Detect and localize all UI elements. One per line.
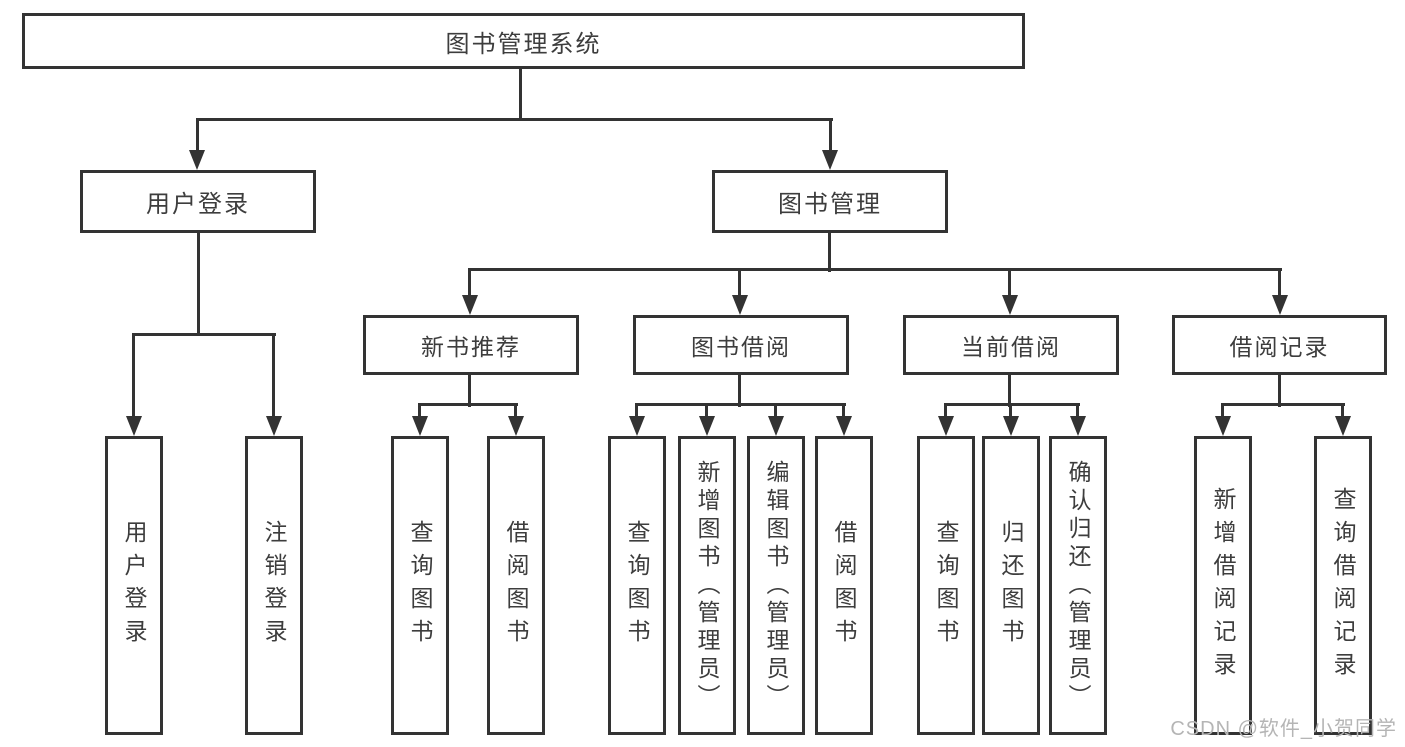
- arrow-down-icon: [462, 295, 478, 315]
- connector-line: [514, 403, 517, 421]
- arrow-down-icon: [938, 416, 954, 436]
- arrow-down-icon: [822, 150, 838, 170]
- leaf-query-borrow-record: 查询借阅记录: [1314, 436, 1372, 735]
- leaf-query-books-newbook: 查询图书: [391, 436, 449, 735]
- arrow-down-icon: [629, 416, 645, 436]
- connector-line: [1221, 403, 1345, 406]
- leaf-borrow-books-newbook: 借阅图书: [487, 436, 545, 735]
- arrow-down-icon: [1272, 295, 1288, 315]
- arrow-down-icon: [189, 150, 205, 170]
- connector-line: [705, 403, 708, 421]
- connector-line: [842, 403, 845, 421]
- node-new-book-recommend: 新书推荐: [363, 315, 579, 375]
- connector-line: [1278, 373, 1281, 407]
- node-book-management: 图书管理: [712, 170, 948, 233]
- leaf-add-book-admin: 新增图书（管理员）: [678, 436, 736, 735]
- leaf-logout: 注销登录: [245, 436, 303, 735]
- arrow-down-icon: [1002, 295, 1018, 315]
- leaf-confirm-return-admin: 确认归还（管理员）: [1049, 436, 1107, 735]
- connector-line: [1221, 403, 1224, 421]
- watermark: CSDN @软件_小贺同学: [1170, 718, 1397, 740]
- arrow-down-icon: [1070, 416, 1086, 436]
- arrow-down-icon: [732, 295, 748, 315]
- leaf-edit-book-admin: 编辑图书（管理员）: [747, 436, 805, 735]
- connector-line: [828, 232, 831, 272]
- connector-line: [272, 333, 275, 421]
- node-borrow-records: 借阅记录: [1172, 315, 1387, 375]
- connector-line: [635, 403, 846, 406]
- arrow-down-icon: [836, 416, 852, 436]
- connector-line: [944, 403, 1080, 406]
- leaf-borrow-books-borrow: 借阅图书: [815, 436, 873, 735]
- connector-line: [738, 268, 741, 300]
- node-book-borrow: 图书借阅: [633, 315, 849, 375]
- connector-line: [829, 118, 832, 156]
- connector-line: [196, 118, 833, 121]
- connector-line: [468, 268, 471, 300]
- connector-line: [468, 373, 471, 407]
- leaf-add-borrow-record: 新增借阅记录: [1194, 436, 1252, 735]
- connector-line: [1009, 403, 1012, 421]
- leaf-return-book: 归还图书: [982, 436, 1040, 735]
- connector-line: [1076, 403, 1079, 421]
- connector-line: [1008, 373, 1011, 407]
- leaf-query-books-borrow: 查询图书: [608, 436, 666, 735]
- connector-line: [944, 403, 947, 421]
- arrow-down-icon: [508, 416, 524, 436]
- connector-line: [132, 333, 135, 421]
- connector-line: [418, 403, 421, 421]
- connector-line: [519, 68, 522, 120]
- arrow-down-icon: [266, 416, 282, 436]
- connector-line: [132, 333, 276, 336]
- node-root: 图书管理系统: [22, 13, 1025, 69]
- connector-line: [1008, 268, 1011, 300]
- connector-line: [774, 403, 777, 421]
- connector-line: [635, 403, 638, 421]
- connector-line: [1341, 403, 1344, 421]
- node-current-borrow: 当前借阅: [903, 315, 1119, 375]
- connector-line: [196, 118, 199, 156]
- connector-line: [738, 373, 741, 407]
- arrow-down-icon: [1215, 416, 1231, 436]
- arrow-down-icon: [126, 416, 142, 436]
- connector-line: [197, 232, 200, 336]
- arrow-down-icon: [1003, 416, 1019, 436]
- leaf-user-login: 用户登录: [105, 436, 163, 735]
- connector-line: [418, 403, 518, 406]
- connector-line: [1278, 268, 1281, 300]
- node-user-login: 用户登录: [80, 170, 316, 233]
- arrow-down-icon: [412, 416, 428, 436]
- leaf-query-books-current: 查询图书: [917, 436, 975, 735]
- connector-line: [468, 268, 1282, 271]
- arrow-down-icon: [768, 416, 784, 436]
- arrow-down-icon: [1335, 416, 1351, 436]
- arrow-down-icon: [699, 416, 715, 436]
